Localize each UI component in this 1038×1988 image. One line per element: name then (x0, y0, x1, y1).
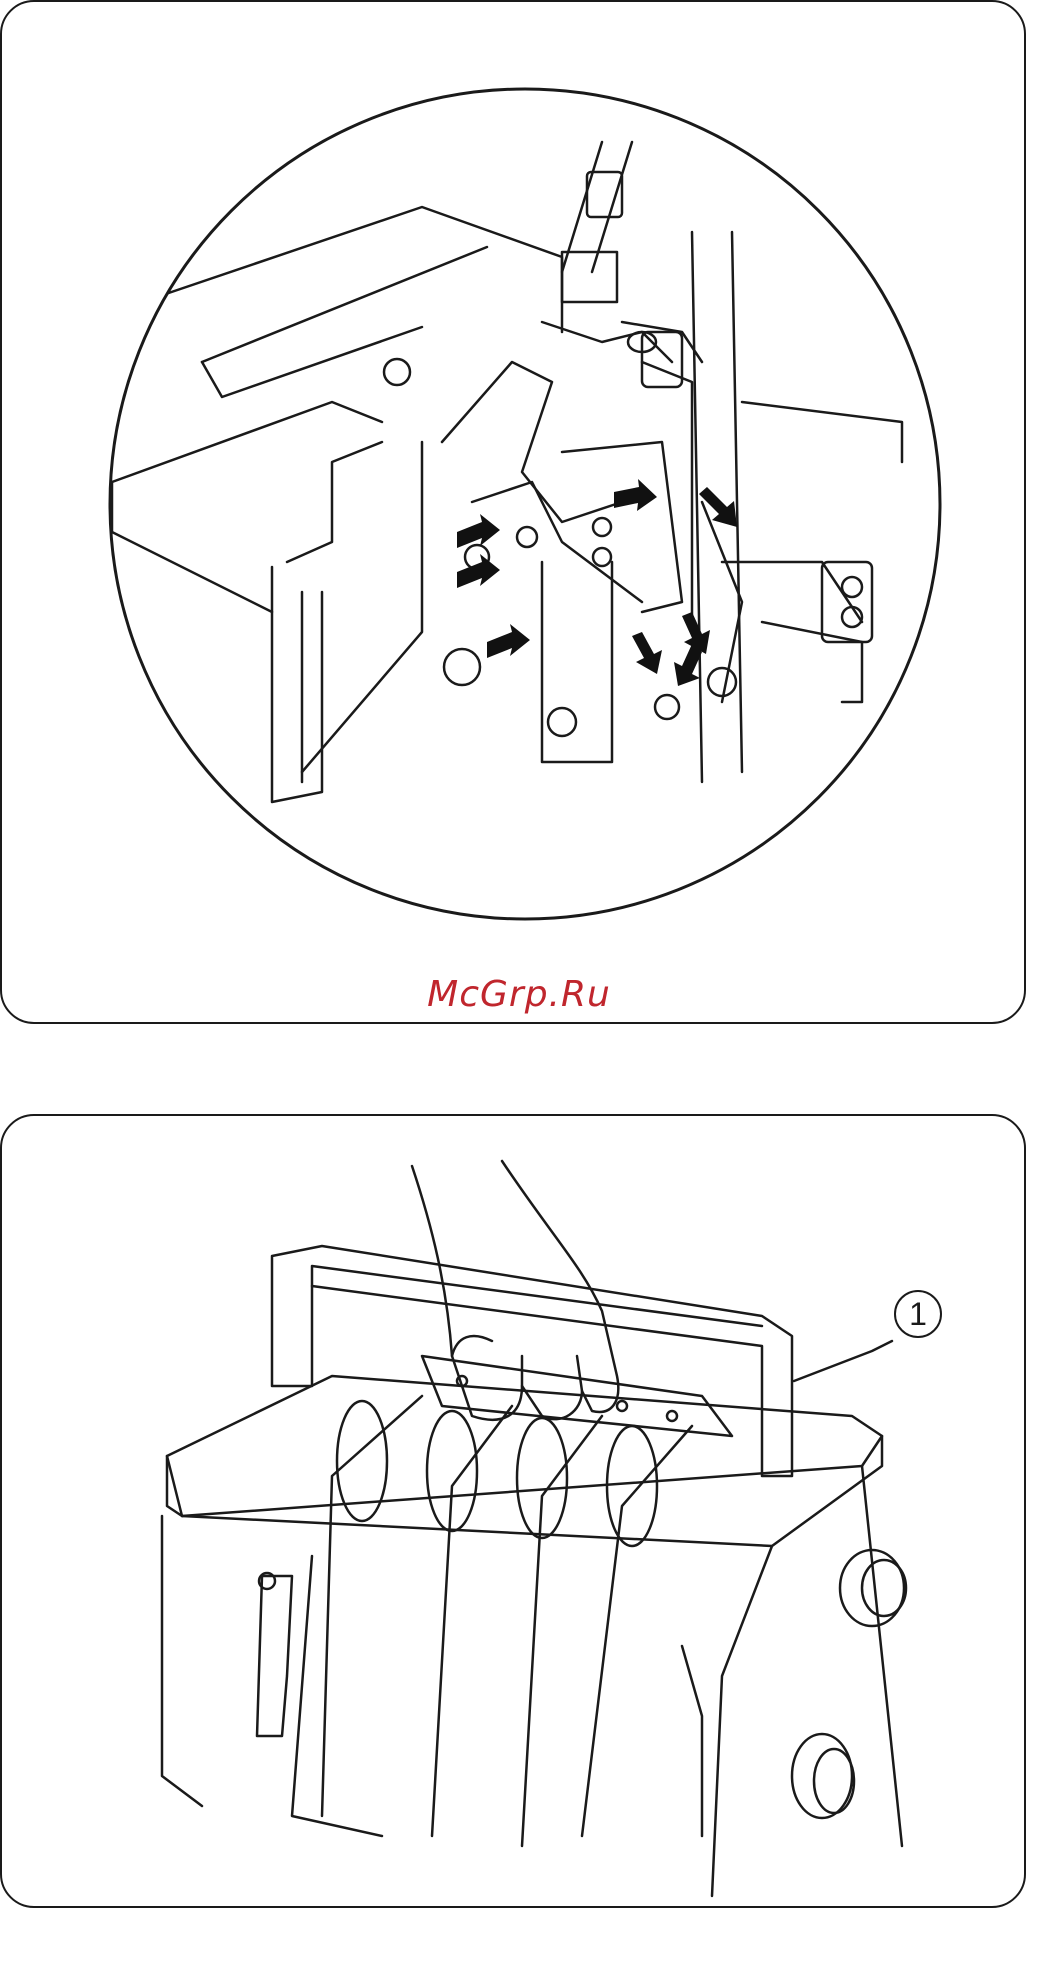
figure-panel-bottom (0, 1114, 1026, 1908)
callout-number-1: 1 (894, 1290, 942, 1338)
watermark-text: McGrp.Ru (0, 974, 1038, 1015)
figure-panel-top (0, 0, 1026, 1024)
serger-looper-closeup-illustration (2, 2, 1026, 1024)
serger-carry-handle-illustration (2, 1116, 1026, 1908)
